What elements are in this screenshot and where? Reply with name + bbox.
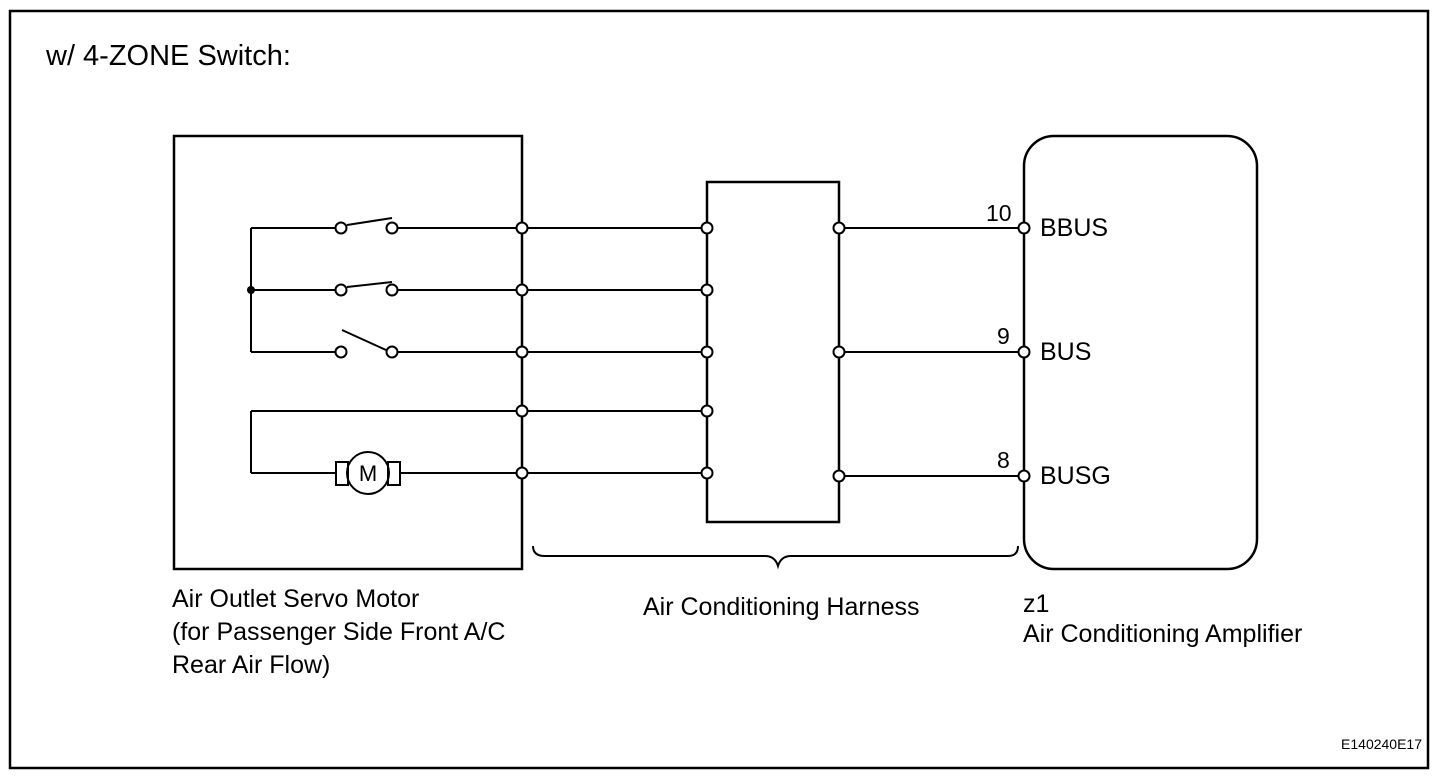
harness-terminal-left [700, 345, 714, 359]
switch-3-blade [341, 329, 387, 351]
pin-name-busg: BUSG [1040, 462, 1111, 490]
amplifier-terminal-bus [1017, 345, 1031, 359]
amplifier-name: Air Conditioning Amplifier [1023, 620, 1303, 648]
harness-terminal-right [832, 221, 846, 235]
junction-dot [247, 286, 255, 294]
harness-terminal-left [700, 466, 714, 480]
harness-box [705, 180, 841, 524]
switch-2-contact-right [385, 283, 399, 297]
pin-number-busg: 8 [997, 447, 1010, 473]
amplifier-terminal-bbus [1017, 221, 1031, 235]
outer-frame [8, 9, 1430, 770]
servo-terminal [515, 221, 529, 235]
motor-symbol: M [359, 461, 377, 486]
diagram-title: w/ 4-ZONE Switch: [46, 40, 291, 72]
pin-number-bus: 9 [997, 323, 1010, 349]
amplifier-terminal-busg [1017, 469, 1031, 483]
amplifier-id: z1 [1023, 590, 1050, 618]
harness-terminal-left [700, 404, 714, 418]
switch-3-contact-right [385, 345, 399, 359]
switch-1-contact-left [334, 221, 348, 235]
switch-2-contact-left [334, 283, 348, 297]
figure-code: E140240E17 [1341, 736, 1422, 752]
harness-terminal-left [700, 221, 714, 235]
servo-terminal [515, 404, 529, 418]
motor-icon [346, 451, 390, 495]
switch-1-contact-right [385, 221, 399, 235]
switch-2-blade [346, 281, 393, 288]
harness-brace [532, 545, 1019, 570]
servo-terminal [515, 466, 529, 480]
pin-name-bus: BUS [1040, 338, 1092, 366]
servo-label-line-3: Rear Air Flow) [172, 651, 331, 679]
switch-1-blade [346, 217, 393, 226]
harness-terminal-left [700, 283, 714, 297]
harness-label: Air Conditioning Harness [643, 593, 920, 621]
servo-terminal [515, 345, 529, 359]
switch-3-contact-left [334, 345, 348, 359]
harness-terminal-right [832, 469, 846, 483]
servo-terminal [515, 283, 529, 297]
servo-label-line-2: (for Passenger Side Front A/C [172, 618, 506, 646]
servo-label-line-1: Air Outlet Servo Motor [172, 585, 420, 613]
pin-name-bbus: BBUS [1040, 214, 1109, 242]
harness-terminal-right [832, 345, 846, 359]
pin-number-bbus: 10 [986, 200, 1012, 226]
